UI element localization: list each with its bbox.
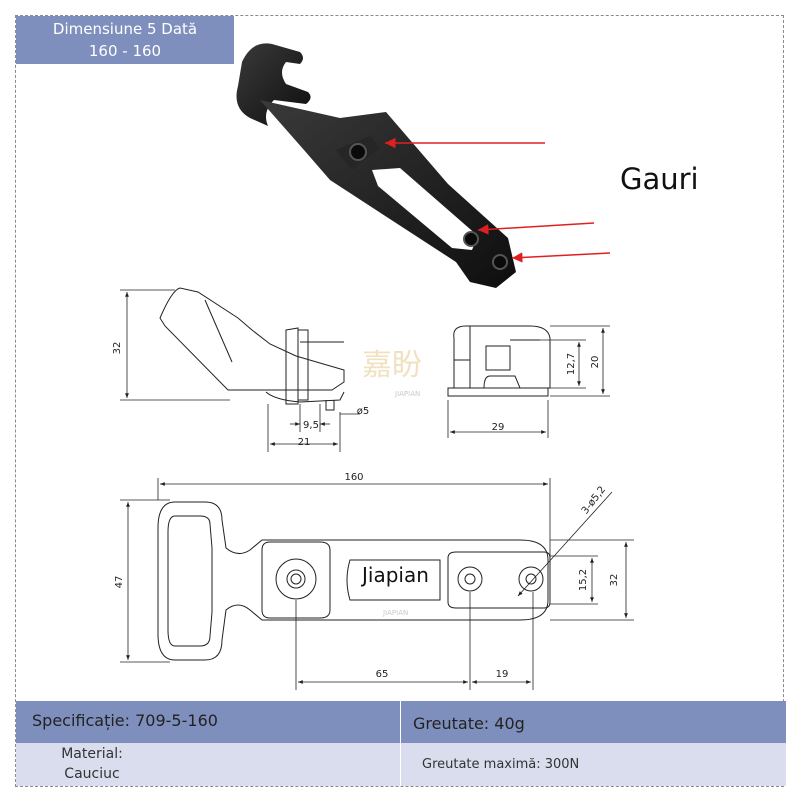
dim-plate-outer: 32: [609, 574, 620, 587]
spec-row-secondary: [16, 743, 786, 786]
spec-divider: [400, 701, 401, 786]
dim-total-width: 47: [114, 576, 125, 589]
brand-label: Jiapian: [362, 563, 429, 587]
dims-side-left: [120, 289, 360, 452]
dim-hole-spacing: 19: [496, 669, 509, 680]
dim-side-height: 32: [112, 342, 123, 355]
dim-pin-spacing: 9,5: [303, 420, 319, 431]
material-value: Cauciuc: [64, 766, 120, 782]
dim-plate-inner: 15,2: [578, 569, 589, 591]
material-label: Material:: [61, 746, 123, 762]
product-illustration: [236, 43, 516, 288]
dim-end-inner: 12,7: [566, 353, 577, 375]
hole-arrows: [385, 137, 611, 263]
watermark-text-upper: JIAPIAN: [395, 390, 421, 398]
watermark-logo-upper: 嘉盼: [362, 348, 422, 383]
badge-line-2: 160 - 160: [88, 42, 162, 60]
badge-line-1: Dimensiune 5 Dată: [52, 20, 198, 38]
dim-total-length: 160: [344, 472, 363, 483]
dimension-badge: Dimensiune 5 Dată 160 - 160: [16, 16, 234, 64]
dimension-labels: 32 9,5 21 ø5 12,7 20 29 160 47 3-ø5,2 65…: [112, 342, 620, 680]
dim-end-outer: 20: [590, 356, 601, 369]
side-view-left: [159, 287, 345, 411]
specification-text: Specificație: 709-5-160: [32, 711, 218, 730]
dim-base-width: 21: [298, 437, 311, 448]
watermark-text-lower: JIAPIAN: [383, 609, 409, 617]
holes-label: Gauri: [620, 162, 699, 196]
side-view-right: [447, 325, 551, 397]
dims-top: [120, 478, 634, 690]
dim-hole-distance: 65: [376, 669, 389, 680]
max-weight-text: Greutate maximă: 300N: [422, 757, 580, 772]
weight-text: Greutate: 40g: [413, 714, 525, 733]
dim-end-width: 29: [492, 422, 505, 433]
page-frame: [15, 15, 784, 787]
dim-pin-diameter: ø5: [357, 406, 369, 417]
dims-side-right: [447, 325, 610, 438]
material-cell: Material: Cauciuc: [32, 744, 152, 784]
spec-row-primary: [16, 701, 786, 743]
top-view: [157, 501, 551, 661]
